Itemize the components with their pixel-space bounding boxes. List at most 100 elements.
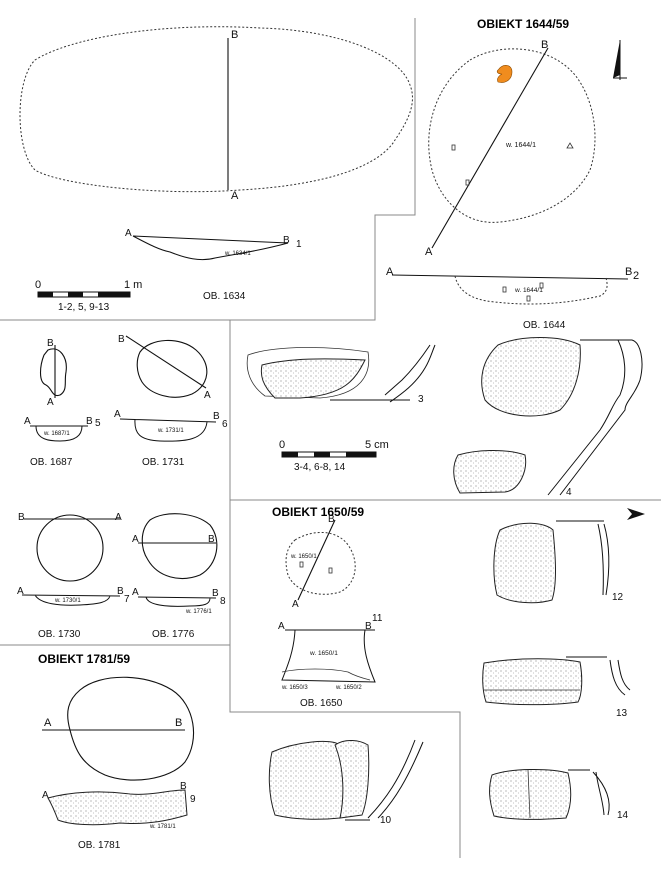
figure-number-6: 6 [222, 419, 228, 430]
svg-text:B: B [18, 512, 25, 523]
caption-1650: OB. 1650 [300, 698, 343, 709]
fill-label-1634: w. 1634/1 [224, 251, 251, 257]
feature-1634: B A A B 1 w. 1634/1 OB. 1634 [19, 26, 413, 302]
svg-text:w. 1730/1: w. 1730/1 [54, 598, 81, 604]
scale-bar-meter: 0 1 m 1-2, 5, 9-13 [35, 279, 142, 313]
scale-applies-m: 1-2, 5, 9-13 [58, 302, 110, 313]
svg-text:B: B [86, 416, 93, 427]
panel-dividers [0, 18, 661, 858]
orange-find-marker [496, 65, 513, 83]
svg-text:A: A [17, 586, 24, 597]
section-label-a: A [231, 190, 239, 202]
feature-1776: A B A B 8 w. 1776/1 OB. 1776 [132, 513, 226, 640]
svg-text:w. 1650/1: w. 1650/1 [290, 554, 317, 560]
feature-1730: B A A B 7 w. 1730/1 OB. 1730 [17, 512, 130, 640]
feature-1781: OBIEKT 1781/59 A B A B 9 w. 1781/1 OB. 1… [38, 652, 196, 851]
sherd-number-14: 14 [617, 810, 629, 821]
figure-number-2: 2 [633, 270, 639, 282]
sherd-14: 14 [489, 768, 629, 821]
svg-text:B: B [208, 534, 215, 545]
section-1650 [281, 629, 376, 683]
feature-1650: OBIEKT 1650/59 B A w. 1650/1 A B 11 w. 1… [272, 505, 383, 709]
figure-number-5: 5 [95, 418, 101, 429]
section-1781 [47, 789, 188, 826]
svg-text:w. 1650/3: w. 1650/3 [281, 685, 308, 691]
caption-1731: OB. 1731 [142, 457, 185, 468]
sherd-number-10: 10 [380, 815, 392, 826]
plan-1634 [19, 26, 413, 193]
title-obiekt-1781: OBIEKT 1781/59 [38, 652, 130, 666]
sherd-3: 3 [246, 344, 436, 405]
svg-text:B: B [212, 588, 219, 599]
plan-1776 [141, 513, 218, 579]
sherd-12: 12 [493, 520, 624, 604]
caption-1687: OB. 1687 [30, 457, 73, 468]
svg-text:B: B [117, 586, 124, 597]
plan-1731 [136, 339, 208, 398]
svg-text:A: A [125, 228, 132, 239]
caption-1776: OB. 1776 [152, 629, 195, 640]
figure-number-11: 11 [372, 613, 383, 624]
svg-text:A: A [204, 390, 211, 401]
svg-text:A: A [115, 512, 122, 523]
plan-1730 [36, 514, 104, 582]
svg-text:B: B [625, 266, 632, 278]
svg-text:B: B [118, 334, 125, 345]
figure-number-9: 9 [190, 794, 196, 805]
svg-text:B: B [328, 514, 335, 525]
svg-text:B: B [541, 39, 548, 51]
fill-label-1644-section: w. 1644/1 [514, 287, 543, 294]
scale-end-m: 1 m [124, 279, 142, 291]
scale-bar-cm: 0 5 cm 3-4, 6-8, 14 [279, 439, 389, 473]
plan-1644 [428, 48, 596, 223]
scale-applies-cm: 3-4, 6-8, 14 [294, 462, 346, 473]
figure-number-1: 1 [296, 239, 302, 250]
caption-1634: OB. 1634 [203, 291, 246, 302]
caption-1644: OB. 1644 [523, 320, 566, 331]
svg-text:B: B [213, 411, 220, 422]
caption-1730: OB. 1730 [38, 629, 81, 640]
section-label-b: B [231, 29, 238, 41]
svg-text:w. 1781/1: w. 1781/1 [149, 824, 176, 830]
svg-text:B: B [365, 621, 372, 632]
caption-1781: OB. 1781 [78, 840, 121, 851]
svg-text:A: A [386, 266, 394, 278]
sherd-number-12: 12 [612, 592, 624, 603]
plan-1687 [39, 348, 67, 397]
svg-text:A: A [278, 621, 285, 632]
svg-text:A: A [42, 790, 49, 801]
svg-text:A: A [44, 717, 52, 729]
figure-number-7: 7 [124, 594, 130, 605]
north-arrow-icon [613, 40, 627, 80]
title-obiekt-1650: OBIEKT 1650/59 [272, 505, 364, 519]
svg-text:A: A [132, 587, 139, 598]
svg-text:A: A [132, 534, 139, 545]
figure-number-8: 8 [220, 596, 226, 607]
svg-text:w. 1731/1: w. 1731/1 [157, 428, 184, 434]
svg-text:A: A [47, 397, 54, 408]
sherd-number-4: 4 [566, 487, 572, 498]
sherd-13: 13 [482, 656, 631, 719]
fill-label-1644: w. 1644/1 [505, 142, 536, 149]
svg-text:w. 1650/2: w. 1650/2 [335, 685, 362, 691]
section-1644 [391, 274, 629, 280]
sherd-10: 10 [268, 739, 424, 826]
svg-text:A: A [24, 416, 31, 427]
sherd-4: 4 [453, 337, 643, 498]
scale-zero-cm: 0 [279, 439, 285, 451]
section-1634 [132, 235, 289, 261]
title-obiekt-1644: OBIEKT 1644/59 [477, 17, 569, 31]
svg-text:B: B [180, 781, 187, 792]
feature-1644: OBIEKT 1644/59 B A w. 1644/1 A B 2 w. 16… [386, 17, 639, 331]
svg-text:A: A [114, 409, 121, 420]
svg-text:B: B [175, 717, 182, 729]
svg-text:B: B [283, 235, 290, 246]
plan-1650 [285, 531, 356, 595]
sherd-number-3: 3 [418, 394, 424, 405]
svg-text:w. 1650/1: w. 1650/1 [309, 650, 338, 657]
svg-text:A: A [425, 246, 433, 258]
scale-zero-m: 0 [35, 279, 41, 291]
svg-text:A: A [292, 599, 299, 610]
svg-text:w. 1776/1: w. 1776/1 [185, 609, 212, 615]
sherd-number-13: 13 [616, 708, 628, 719]
